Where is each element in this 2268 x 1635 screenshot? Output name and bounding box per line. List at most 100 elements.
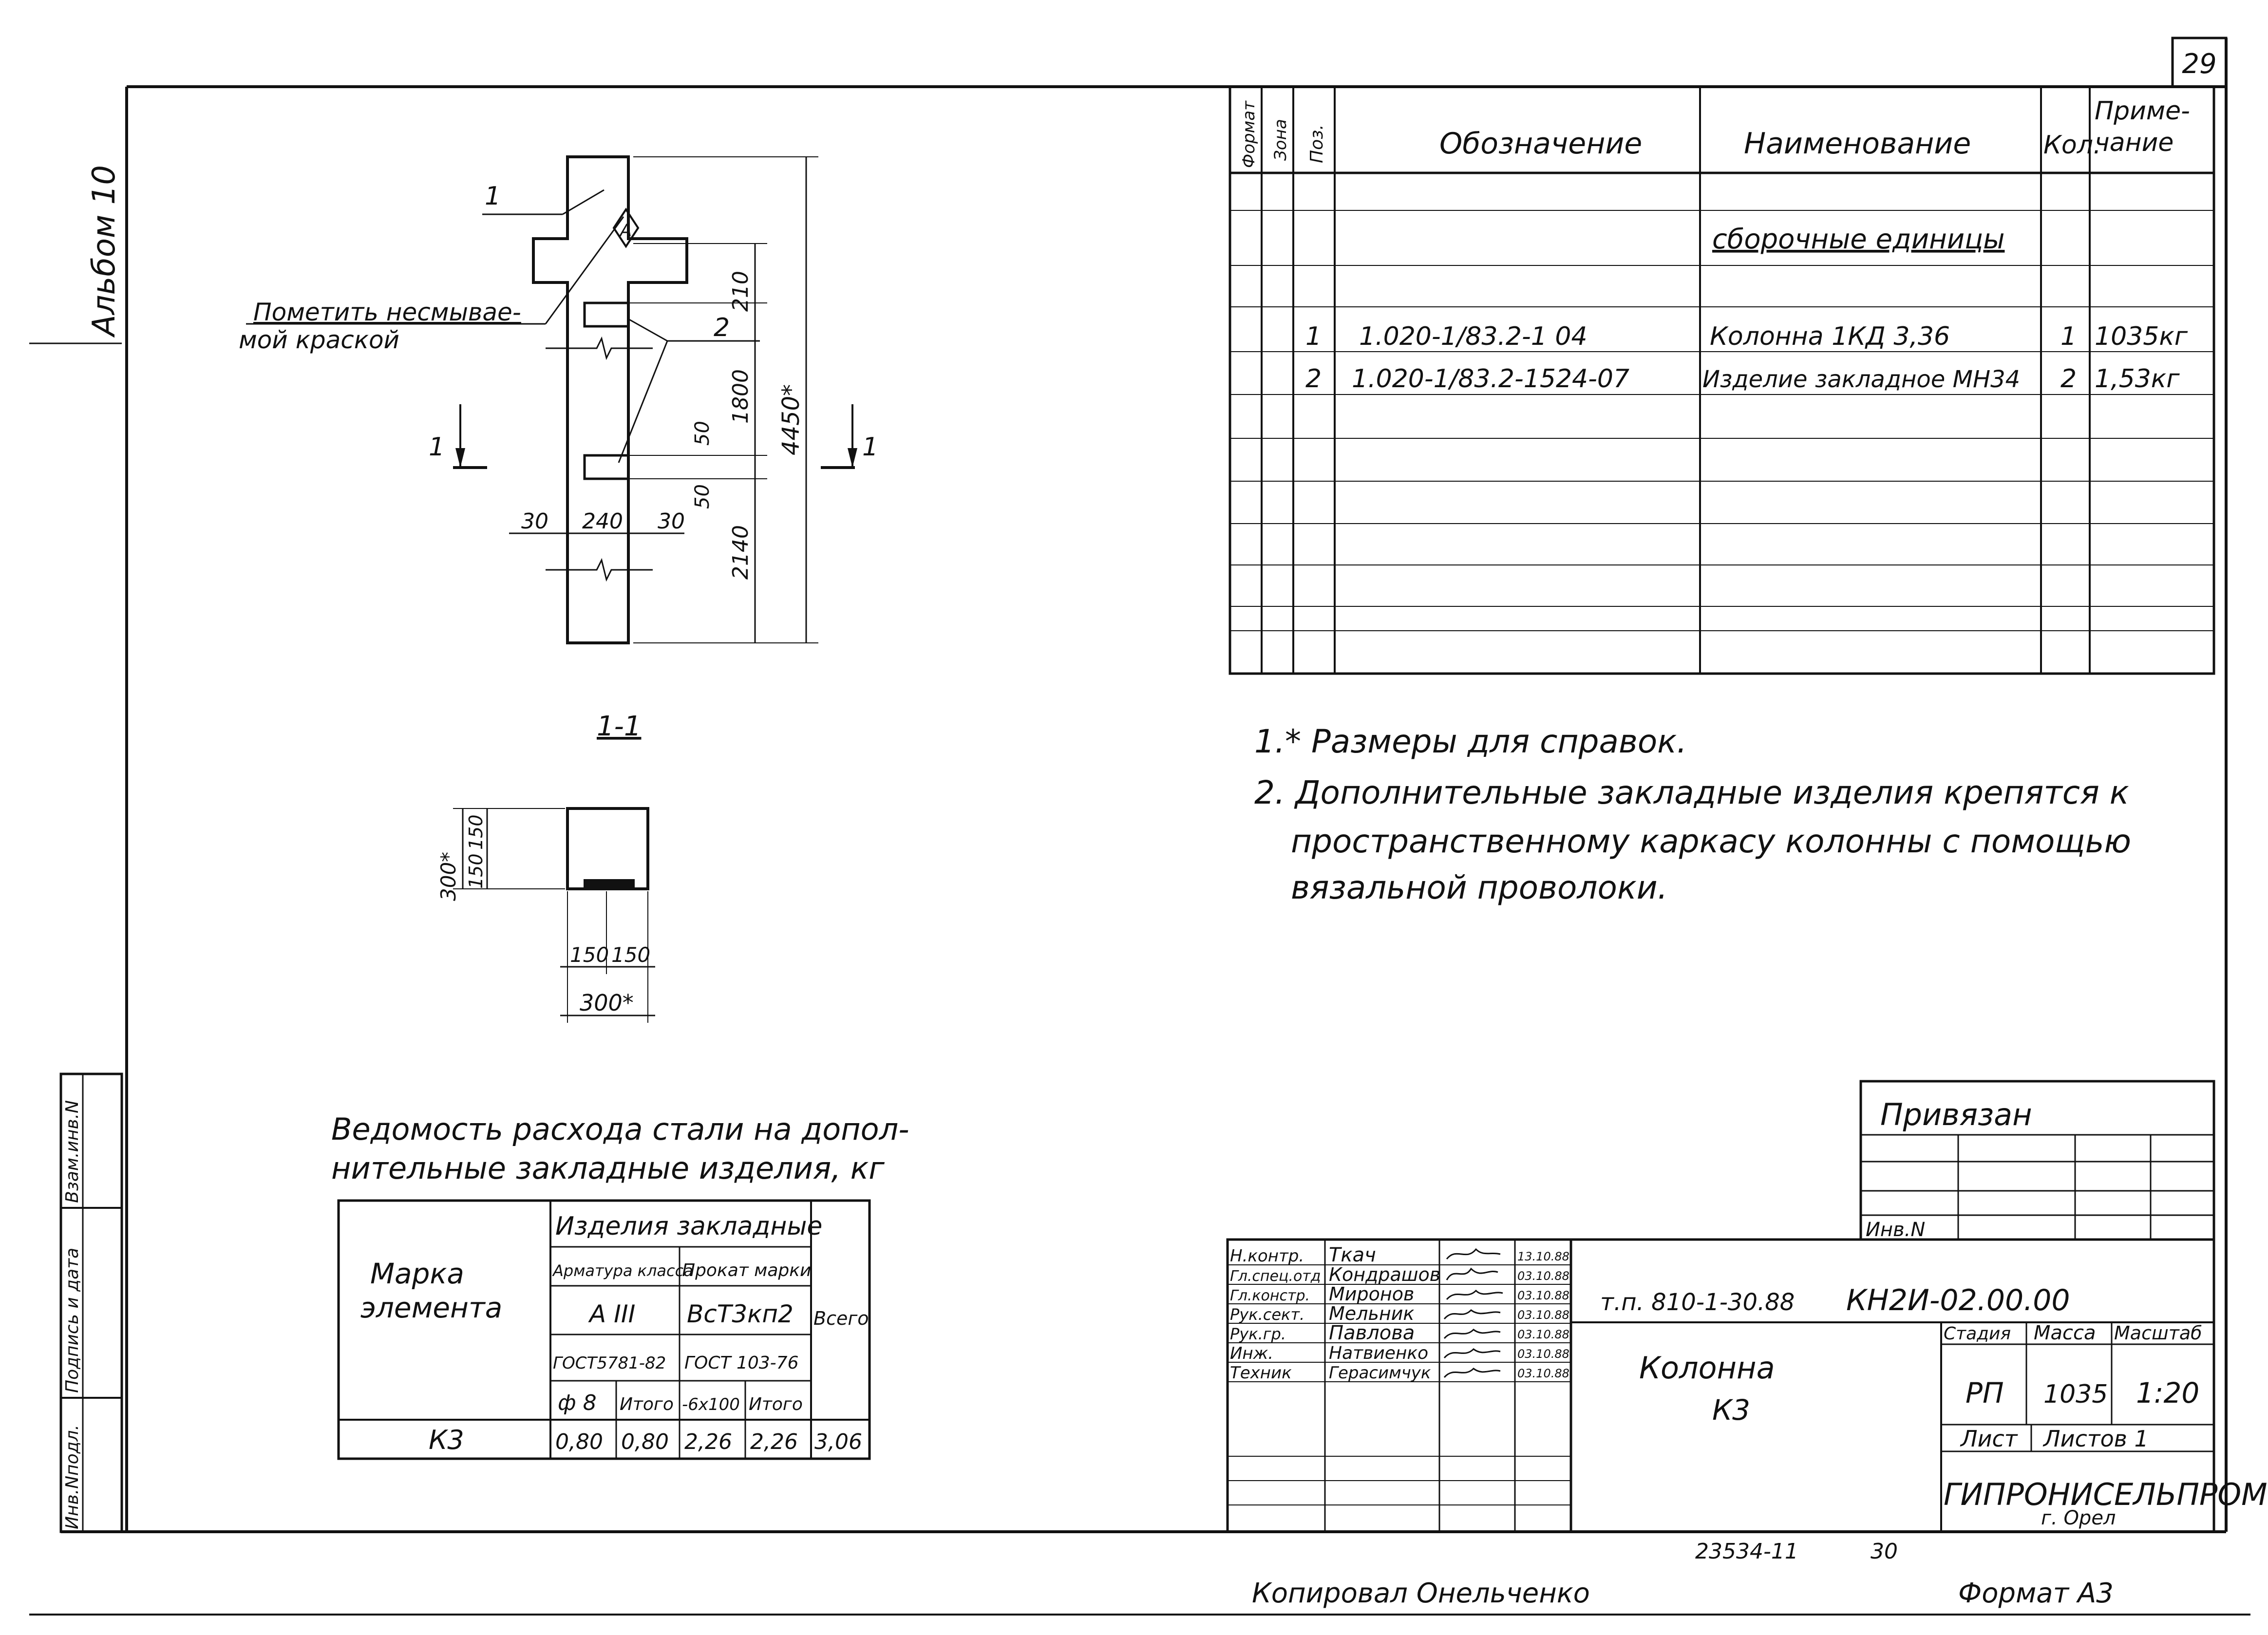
row-designation: 1.020-1/83.2-1 04 <box>1359 322 1588 351</box>
table-row: 2 1.020-1/83.2-1524-07 Изделие закладное… <box>1305 364 2180 394</box>
steel-row-mark: К3 <box>429 1425 464 1455</box>
dim-2140: 2140 <box>728 525 753 580</box>
steel-row-total2: 2,26 <box>750 1429 798 1454</box>
signature <box>1446 1267 1498 1280</box>
steel-row-all: 3,06 <box>814 1429 862 1454</box>
mass-value: 1035 <box>2043 1380 2108 1409</box>
side-label-inv: Инв.Nподл. <box>62 1425 82 1529</box>
mass-header: Масса <box>2034 1322 2096 1344</box>
person-date: 13.10.88 <box>1517 1250 1569 1263</box>
header-note-1: Приме- <box>2095 96 2190 126</box>
header-pos: Поз. <box>1307 124 1327 163</box>
archive-number: 23534-11 <box>1695 1539 1798 1564</box>
signature <box>1443 1309 1501 1320</box>
person-role: Гл.спец.отд <box>1230 1268 1321 1285</box>
dim-50a: 50 <box>691 421 714 446</box>
person-role: Гл.констр. <box>1230 1287 1310 1304</box>
dim-30b: 30 <box>658 509 685 534</box>
callout-1: 1 <box>485 182 501 211</box>
header-format: Формат <box>1239 100 1259 168</box>
row-name: Изделие закладное МН34 <box>1702 366 2020 393</box>
steel-rebar-class: А III <box>588 1300 635 1328</box>
note-2: 2. Дополнительные закладные изделия креп… <box>1254 774 2129 811</box>
steel-group-header: Изделия закладные <box>555 1212 822 1241</box>
project-code: т.п. 810-1-30.88 <box>1600 1289 1795 1316</box>
person-role: Техник <box>1230 1363 1292 1383</box>
steel-row-total1: 0,80 <box>621 1429 669 1454</box>
callout-2: 2 <box>714 313 730 342</box>
section-dim-150h2: 150 <box>611 943 650 967</box>
person-name: Герасимчук <box>1329 1363 1431 1383</box>
sheets-header: Листов 1 <box>2042 1426 2149 1452</box>
steel-gost-rolled: ГОСТ 103-76 <box>684 1353 798 1373</box>
row-name: Колонна 1КД 3,36 <box>1710 322 1950 351</box>
person-role: Рук.гр. <box>1230 1325 1286 1343</box>
section-dim-300v: 300* <box>436 852 460 901</box>
table-row: Гл.констр. Миронов 03.10.88 <box>1230 1283 1569 1305</box>
mark-letter: А <box>619 221 632 241</box>
dim-30a: 30 <box>521 509 548 534</box>
person-name: Мельник <box>1329 1303 1414 1324</box>
section-mark-right: 1 <box>862 432 878 462</box>
person-date: 03.10.88 <box>1517 1367 1569 1380</box>
group-title: сборочные единицы <box>1712 224 2004 255</box>
dim-1800: 1800 <box>728 369 753 424</box>
row-note: 1,53кг <box>2095 364 2180 394</box>
person-date: 03.10.88 <box>1517 1347 1569 1361</box>
header-designation: Обозначение <box>1439 127 1642 161</box>
section-1-1: 1-1 300* 150 150 150 150 300* <box>436 711 655 1023</box>
stage-value: РП <box>1966 1376 2004 1409</box>
section-dim-150v2: 150 <box>465 853 487 889</box>
row-pos: 2 <box>1305 364 1322 394</box>
bound-label: Привязан <box>1880 1097 2032 1132</box>
organization-city: г. Орел <box>2041 1507 2116 1529</box>
notes: 1.* Размеры для справок. 2. Дополнительн… <box>1254 723 2131 906</box>
side-label-swap: Взам.инв.N <box>62 1100 82 1203</box>
table-row: К3 0,80 0,80 2,26 2,26 3,06 <box>429 1425 862 1455</box>
paint-note-line2: мой краской <box>239 326 399 354</box>
section-dim-300h: 300* <box>580 990 634 1016</box>
note-2-cont-2: вязальной проволоки. <box>1291 869 1668 906</box>
steel-col-phi8: ф 8 <box>558 1391 597 1415</box>
scale-value: 1:20 <box>2136 1376 2199 1409</box>
person-name: Ткач <box>1329 1244 1376 1266</box>
table-row: Техник Герасимчук 03.10.88 <box>1230 1363 1569 1383</box>
person-name: Павлова <box>1329 1322 1415 1344</box>
table-row: Инж. Натвиенко 03.10.88 <box>1230 1343 1569 1363</box>
steel-mark-header-1: Марка <box>370 1257 464 1290</box>
person-role: Н.контр. <box>1230 1246 1304 1266</box>
paint-note-line1: Пометить несмывае- <box>253 298 521 326</box>
row-qty: 2 <box>2060 364 2077 394</box>
row-qty: 1 <box>2060 322 2077 351</box>
steel-col-all: Всего <box>813 1308 869 1329</box>
sheet-header: Лист <box>1960 1426 2018 1452</box>
side-label-sign: Подпись и дата <box>62 1248 82 1393</box>
header-name: Наименование <box>1744 127 1971 161</box>
steel-title-2: нительные закладные изделия, кг <box>331 1150 885 1186</box>
dim-210: 210 <box>728 271 753 312</box>
signature <box>1443 1329 1501 1339</box>
table-row: 1 1.020-1/83.2-1 04 Колонна 1КД 3,36 1 1… <box>1305 322 2188 351</box>
section-dim-150v1: 150 <box>465 814 487 850</box>
header-zone: Зона <box>1271 119 1290 161</box>
steel-col-total1: Итого <box>620 1394 674 1414</box>
person-name: Кондрашов <box>1329 1264 1440 1285</box>
signature <box>1446 1248 1501 1259</box>
scale-header: Масштаб <box>2114 1322 2202 1344</box>
inv-label: Инв.N <box>1866 1219 1925 1241</box>
signature <box>1443 1368 1501 1378</box>
copied-by: Копировал Онельченко <box>1252 1578 1590 1609</box>
steel-rebar-header: Арматура класса <box>552 1261 693 1280</box>
table-row: Рук.сект. Мельник 03.10.88 <box>1230 1303 1569 1324</box>
header-note-2: чание <box>2095 128 2174 157</box>
title-block: Привязан Инв.N Н.контр. Ткач 13.10.88 <box>1226 1080 2268 1533</box>
organization-name: ГИПРОНИСЕЛЬПРОМ <box>1944 1477 2268 1512</box>
person-date: 03.10.88 <box>1517 1328 1569 1341</box>
steel-col-strip: -6х100 <box>682 1395 740 1414</box>
footer: 23534-11 30 Копировал Онельченко Формат … <box>1252 1539 2114 1609</box>
page-number: 29 <box>2182 48 2216 80</box>
section-dim-150h1: 150 <box>570 943 609 967</box>
person-date: 03.10.88 <box>1517 1308 1569 1322</box>
note-1: 1.* Размеры для справок. <box>1254 723 1687 760</box>
